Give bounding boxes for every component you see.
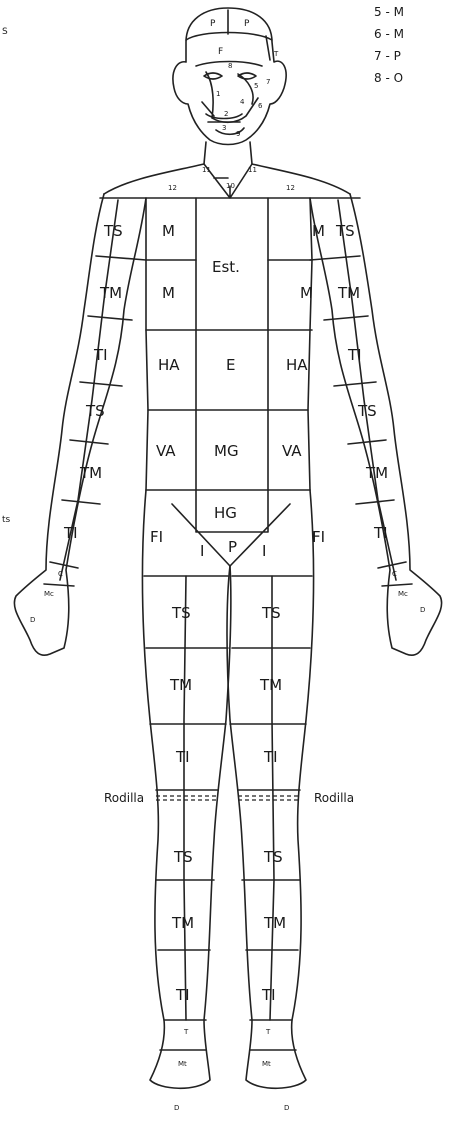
label-r-arm-ts-top: TS [335, 222, 355, 240]
label-l-leg-ti2: TI [175, 986, 190, 1004]
label-f: F [218, 47, 223, 57]
label-fi-left: FI [150, 528, 163, 546]
left-arm-outer [14, 194, 146, 655]
label-12-left: 12 [168, 184, 177, 192]
label-r-leg-t: T [265, 1028, 271, 1036]
label-l-arm-ts: TS [85, 402, 105, 420]
label-ha-left: HA [158, 356, 180, 374]
label-m-upper-left: M [162, 222, 175, 240]
legend: 5 - M 6 - M 7 - P 8 - O [374, 5, 404, 85]
label-l-leg-ts2: TS [173, 848, 193, 866]
label-l-leg-tm: TM [169, 676, 192, 694]
label-8: 8 [228, 62, 232, 70]
label-r-arm-ts: TS [357, 402, 377, 420]
right-arm-outer [310, 194, 442, 655]
label-l-leg-ts: TS [171, 604, 191, 622]
label-11-right: 11 [248, 166, 257, 174]
label-r-leg-mt: Mt [262, 1060, 271, 1068]
label-m-upper-right: M [312, 222, 325, 240]
torso-left-side [146, 198, 148, 490]
label-l-arm-mc: Mc [44, 590, 54, 598]
label-l-arm-tm: TM [79, 464, 102, 482]
label-mg: MG [214, 442, 239, 460]
label-12-right: 12 [286, 184, 295, 192]
label-r-arm-d: D [420, 606, 425, 614]
label-r-arm-c: C [392, 570, 397, 578]
label-p-left: P [210, 19, 216, 29]
label-r-arm-ti-top: TI [347, 346, 362, 364]
face-region-lines [196, 62, 262, 135]
label-r-leg-ts2: TS [263, 848, 283, 866]
right-leg-labels: TS TM TI Rodilla TS TM TI T Mt D [259, 604, 354, 1112]
label-va-right: VA [282, 442, 302, 460]
label-i-left: I [200, 542, 204, 560]
label-l-arm-c: C [58, 570, 63, 578]
label-l-arm-ti: TI [63, 524, 78, 542]
eyes [204, 73, 256, 79]
head-outline [173, 8, 286, 145]
left-leg-labels: TS TM TI Rodilla TS TM TI T Mt D [104, 604, 194, 1112]
label-l-arm-d: D [30, 616, 35, 624]
label-l-arm-ti-top: TI [93, 346, 108, 364]
label-hg: HG [214, 504, 237, 522]
label-l-arm-tm-top: TM [99, 284, 122, 302]
label-ha-right: HA [286, 356, 308, 374]
knee-dashes [156, 796, 300, 800]
label-r-leg-ts: TS [261, 604, 281, 622]
left-arm-bands [44, 256, 146, 586]
head-temporal-line [266, 36, 270, 60]
label-6: 6 [258, 102, 263, 110]
label-i-right: I [262, 542, 266, 560]
label-p-right: P [244, 19, 250, 29]
label-11-left: 11 [202, 166, 211, 174]
label-r-leg-ti: TI [263, 748, 278, 766]
label-9: 9 [236, 130, 240, 138]
label-m-lower-left: M [162, 284, 175, 302]
right-arm-bands [310, 256, 412, 586]
label-r-arm-ti: TI [373, 524, 388, 542]
label-r-leg-tm2: TM [263, 914, 286, 932]
label-r-leg-ti2: TI [261, 986, 276, 1004]
label-va-left: VA [156, 442, 176, 460]
label-l-leg-mt: Mt [178, 1060, 187, 1068]
label-r-arm-tm-top: TM [337, 284, 360, 302]
label-3: 3 [222, 124, 226, 132]
label-l-leg-tm2: TM [171, 914, 194, 932]
torso-right-side [308, 198, 312, 490]
label-r-knee: Rodilla [314, 791, 354, 805]
leg-axes [184, 576, 274, 1020]
edge-fragment-top-left: S [2, 27, 8, 37]
head-scalp-line [186, 33, 272, 41]
label-l-leg-d: D [174, 1104, 179, 1112]
label-7: 7 [266, 78, 270, 86]
label-2: 2 [224, 110, 228, 118]
label-est: Est. [212, 258, 240, 276]
legend-item-6: 6 - M [374, 27, 404, 41]
left-arm-labels: TS TM TI TS TM TI C Mc D [30, 222, 123, 624]
legend-item-7: 7 - P [374, 49, 401, 63]
label-r-arm-mc: Mc [398, 590, 408, 598]
legend-item-5: 5 - M [374, 5, 404, 19]
label-e: E [226, 356, 235, 374]
label-l-leg-t: T [183, 1028, 189, 1036]
label-r-arm-tm: TM [365, 464, 388, 482]
leg-bands [144, 576, 312, 1050]
label-r-leg-d: D [284, 1104, 289, 1112]
label-t: T [273, 50, 279, 58]
label-p: P [228, 538, 237, 556]
label-l-arm-ts-top: TS [103, 222, 123, 240]
label-4: 4 [240, 98, 245, 106]
legend-item-8: 8 - O [374, 71, 403, 85]
label-m-lower-right: M [300, 284, 313, 302]
neck-divisions [204, 164, 252, 198]
label-5: 5 [254, 82, 258, 90]
label-l-knee: Rodilla [104, 791, 144, 805]
label-1: 1 [216, 90, 220, 98]
label-10: 10 [226, 182, 235, 190]
label-r-leg-tm: TM [259, 676, 282, 694]
label-fi-right: FI [312, 528, 325, 546]
edge-fragment-mid-left: ts [2, 515, 11, 525]
label-l-leg-ti: TI [175, 748, 190, 766]
